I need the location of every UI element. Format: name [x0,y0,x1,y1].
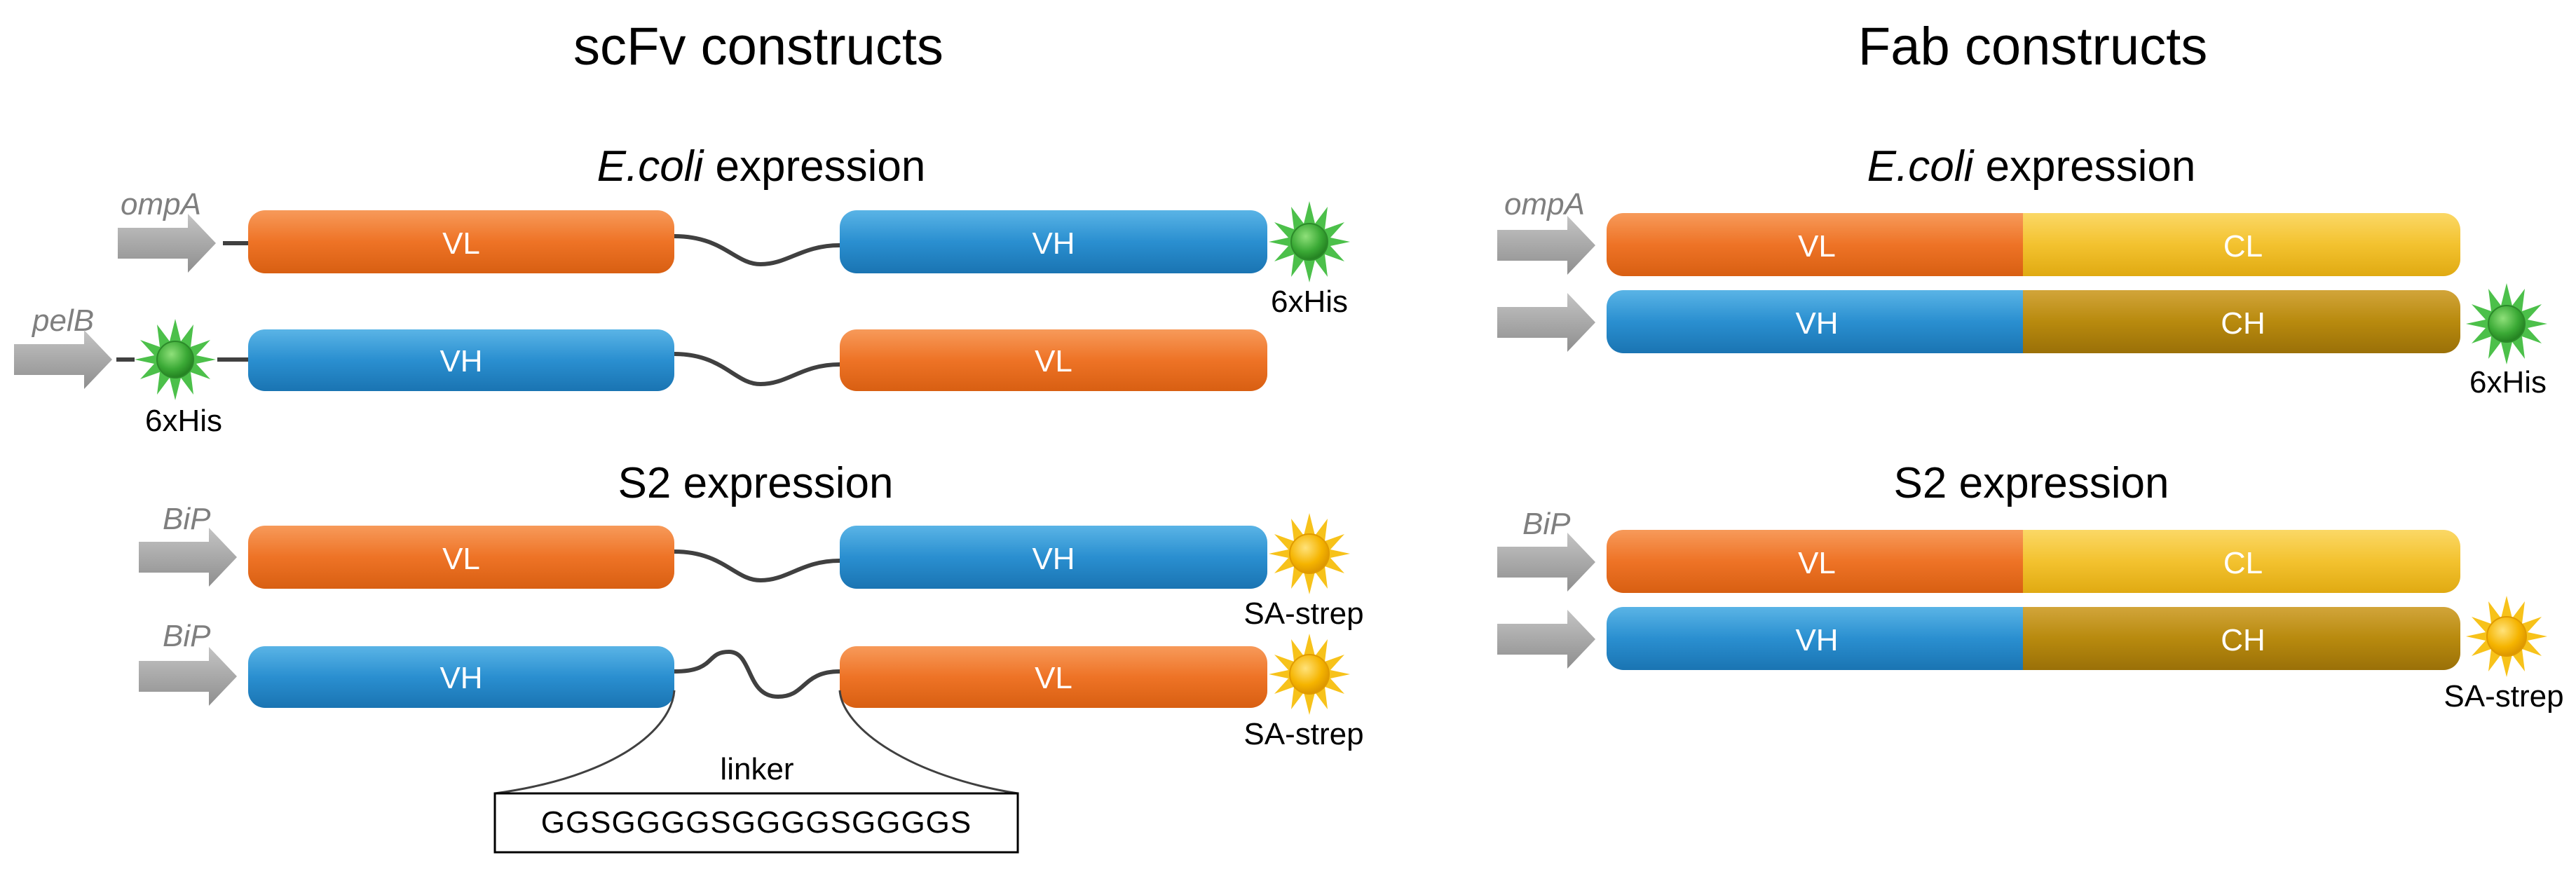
scfv-title: scFv constructs [573,17,943,76]
scfv-row-1: ompA VL VH 6xHis [118,187,1351,319]
promoter-arrow-icon [1497,216,1595,275]
fab-ecoli-heading-italic: E.coli [1867,142,1975,191]
linker-callout: linker GGSGGGGSGGGGSGGGGS [493,690,1019,854]
strep-tag-icon [1268,512,1351,595]
domain-label: VH [1032,542,1075,576]
fab-ecoli-heavy-chain: VH CH 6xHis [1497,282,2548,399]
domain-label: VH [1795,623,1838,657]
domain-vl [248,526,674,589]
tag-label: 6xHis [145,404,222,438]
domain-ch [2023,290,2460,353]
promoter-arrow-icon [1497,610,1595,669]
domain-vl [840,646,1267,708]
domain-label: CL [2223,229,2263,264]
domain-label: VH [439,661,482,695]
domain-vh [840,526,1267,589]
linker-curve [674,649,840,699]
domain-label: VL [1035,661,1072,695]
domain-cl [2023,530,2460,593]
promoter-arrow-icon [14,330,112,389]
domain-vl [1607,530,2041,593]
fab-ecoli-light-chain: ompA VL CL [1497,187,2460,276]
scfv-panel: scFv constructs E.coli expression ompA V… [14,17,1364,854]
fab-title: Fab constructs [1858,17,2207,76]
promoter-label-bip: BiP [163,619,211,653]
domain-label: VL [442,226,480,261]
strep-tag-icon [1268,633,1351,716]
domain-vl [1607,213,2041,276]
fab-s2-heavy-chain: VH CH SA-strep [1497,595,2564,713]
fab-ecoli-heading-rest: expression [1973,142,2195,191]
domain-label: VL [442,542,480,576]
domain-label: VL [1798,229,1836,264]
tag-label: SA-strep [1243,717,1363,751]
tag-label: 6xHis [2469,365,2547,399]
domain-vh [248,646,674,708]
scfv-row-3: BiP VL VH SA-strep [139,502,1364,631]
linker-sequence-box [493,792,1019,854]
domain-label: CH [2221,623,2265,657]
fab-s2-heading: S2 expression [1894,459,2169,507]
his-tag-icon [2465,282,2548,365]
linker-curve [674,234,840,267]
linker-label: linker [720,752,793,786]
domain-vh [1607,290,2041,353]
promoter-label-bip: BiP [1522,507,1571,541]
promoter-arrow-icon [139,528,237,587]
promoter-label-ompa: ompA [121,187,201,221]
scfv-row-4: BiP VH VL SA-strep [139,619,1364,751]
strep-tag-icon [2465,595,2548,678]
domain-label: VL [1035,344,1072,378]
promoter-label-bip: BiP [163,502,211,536]
linker-curve [674,352,840,387]
his-tag-icon [134,318,217,401]
fab-panel: Fab constructs E.coli expression ompA VL… [1497,17,2564,713]
linker-curve [674,549,840,583]
domain-label: CH [2221,306,2265,341]
tag-label: SA-strep [2444,679,2563,713]
domain-vh [1607,607,2041,670]
scfv-ecoli-heading-rest: expression [703,142,925,191]
scfv-s2-heading: S2 expression [618,459,894,507]
scfv-ecoli-heading-italic: E.coli [597,142,705,191]
promoter-label-pelb: pelB [31,303,94,338]
promoter-arrow-icon [1497,533,1595,592]
domain-vh [248,329,674,391]
domain-label: VH [1032,226,1075,261]
scfv-row-2: pelB VH VL 6xHis [14,303,1267,438]
domain-vl [840,329,1267,391]
domain-ch [2023,607,2460,670]
fab-s2-light-chain: BiP VL CL [1497,507,2460,593]
fab-ecoli-heading: E.coli expression [1867,142,2196,191]
domain-vh [840,210,1267,273]
domain-label: VL [1798,546,1836,580]
promoter-label-ompa: ompA [1504,187,1585,221]
tag-label: 6xHis [1271,285,1348,319]
his-tag-icon [1268,200,1351,283]
scfv-ecoli-heading: E.coli expression [597,142,926,191]
domain-vl [248,210,674,273]
domain-label: CL [2223,546,2263,580]
domain-cl [2023,213,2460,276]
domain-label: VH [439,344,482,378]
domain-label: VH [1795,306,1838,341]
tag-label: SA-strep [1243,596,1363,631]
promoter-arrow-icon [139,647,237,706]
linker-sequence: GGSGGGGSGGGGSGGGGS [541,805,972,840]
promoter-arrow-icon [1497,293,1595,352]
promoter-arrow-icon [118,214,216,273]
